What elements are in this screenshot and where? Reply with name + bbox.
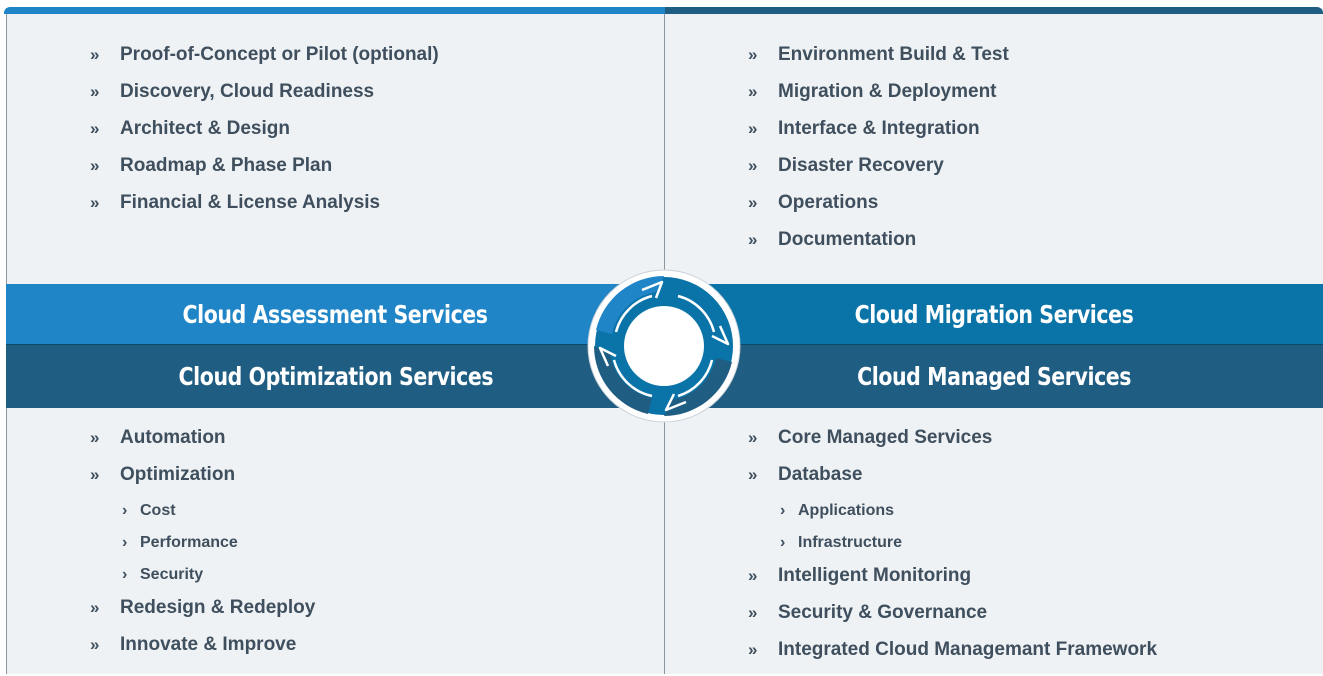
list-item: » Documentation [748, 229, 1009, 266]
sub-bullet-icon: › [780, 502, 786, 519]
list-item-label: Roadmap & Phase Plan [120, 155, 333, 176]
list-item: » Operations [748, 192, 1009, 229]
bullet-icon: » [748, 45, 758, 64]
list-item-label: Documentation [778, 229, 917, 250]
list-item: » Innovate & Improve [90, 634, 315, 671]
cloud-managed-title: Cloud Managed Services [665, 344, 1323, 408]
list-item: » Intelligent Monitoring [748, 565, 1157, 602]
list-item-label: Core Managed Services [778, 427, 993, 448]
bullet-icon: » [90, 598, 100, 617]
list-item-label: Environment Build & Test [778, 44, 1009, 65]
optimization-services-list: » Automation » Optimization › Cost › Performanc… [90, 427, 315, 671]
list-item-label: Performance [140, 534, 238, 551]
list-item: » Discovery, Cloud Readiness [90, 81, 439, 118]
sub-bullet-icon: › [122, 534, 128, 551]
bullet-icon: » [90, 465, 100, 484]
bullet-icon: » [748, 566, 758, 585]
list-item: » Security & Governance [748, 602, 1157, 639]
list-item: » Environment Build & Test [748, 44, 1009, 81]
quadrant-divider-bottom [664, 408, 665, 674]
bullet-icon: » [90, 635, 100, 654]
list-item: » Database [748, 464, 1157, 501]
list-item: » Proof-of-Concept or Pilot (optional) [90, 44, 439, 81]
list-item: » Integrated Cloud Managemant Framework [748, 639, 1157, 676]
sub-list-item: › Cost [90, 501, 315, 533]
list-item-label: Cost [140, 502, 176, 519]
bullet-icon: » [748, 230, 758, 249]
list-item: » Financial & License Analysis [90, 192, 439, 229]
list-item-label: Financial & License Analysis [120, 192, 381, 213]
bullet-icon: » [90, 82, 100, 101]
sub-list-item: › Applications [748, 501, 1157, 533]
list-item-label: Infrastructure [798, 534, 903, 551]
list-item: » Roadmap & Phase Plan [90, 155, 439, 192]
list-item-label: Automation [120, 427, 226, 448]
sub-list-item: › Performance [90, 533, 315, 565]
list-item-label: Security [140, 566, 204, 583]
list-item: » Automation [90, 427, 315, 464]
list-item-label: Operations [778, 192, 879, 213]
cloud-assessment-title: Cloud Assessment Services [6, 284, 665, 344]
bullet-icon: » [748, 156, 758, 175]
bullet-icon: » [90, 193, 100, 212]
list-item-label: Database [778, 464, 863, 485]
list-item-label: Intelligent Monitoring [778, 565, 972, 586]
migration-services-list: » Environment Build & Test » Migration & De… [748, 44, 1009, 266]
bullet-icon: » [90, 156, 100, 175]
bullet-icon: » [748, 640, 758, 659]
sub-bullet-icon: › [780, 534, 786, 551]
assessment-services-list: » Proof-of-Concept or Pilot (optional) » Di… [90, 44, 439, 229]
sub-list-item: › Security [90, 565, 315, 597]
list-item: » Optimization [90, 464, 315, 501]
list-item: » Interface & Integration [748, 118, 1009, 155]
quadrant-divider-top [664, 14, 665, 284]
list-item-label: Interface & Integration [778, 118, 980, 139]
list-item-label: Discovery, Cloud Readiness [120, 81, 375, 102]
cycle-arrows-icon [587, 269, 741, 423]
list-item-label: Innovate & Improve [120, 634, 297, 655]
managed-services-list: » Core Managed Services » Database › Applicat… [748, 427, 1157, 676]
top-accent-right [665, 7, 1323, 14]
top-accent-left [4, 7, 665, 14]
bullet-icon: » [748, 603, 758, 622]
bullet-icon: » [90, 45, 100, 64]
sub-bullet-icon: › [122, 566, 128, 583]
sub-list-item: › Infrastructure [748, 533, 1157, 565]
bullet-icon: » [90, 119, 100, 138]
list-item-label: Disaster Recovery [778, 155, 944, 176]
list-item-label: Integrated Cloud Managemant Framework [778, 639, 1158, 660]
list-item-label: Proof-of-Concept or Pilot (optional) [120, 44, 439, 65]
sub-bullet-icon: › [122, 502, 128, 519]
cloud-migration-title: Cloud Migration Services [665, 284, 1323, 344]
list-item-label: Migration & Deployment [778, 81, 997, 102]
bullet-icon: » [748, 465, 758, 484]
list-item-label: Security & Governance [778, 602, 988, 623]
bullet-icon: » [748, 428, 758, 447]
list-item: » Disaster Recovery [748, 155, 1009, 192]
list-item: » Redesign & Redeploy [90, 597, 315, 634]
list-item-label: Architect & Design [120, 118, 290, 139]
list-item: » Migration & Deployment [748, 81, 1009, 118]
bullet-icon: » [748, 119, 758, 138]
list-item-label: Redesign & Redeploy [120, 597, 316, 618]
list-item: » Architect & Design [90, 118, 439, 155]
bullet-icon: » [748, 82, 758, 101]
list-item: » Core Managed Services [748, 427, 1157, 464]
bullet-icon: » [748, 193, 758, 212]
cloud-optimization-title: Cloud Optimization Services [6, 344, 665, 408]
list-item-label: Optimization [120, 464, 236, 485]
list-item-label: Applications [798, 502, 895, 519]
bullet-icon: » [90, 428, 100, 447]
